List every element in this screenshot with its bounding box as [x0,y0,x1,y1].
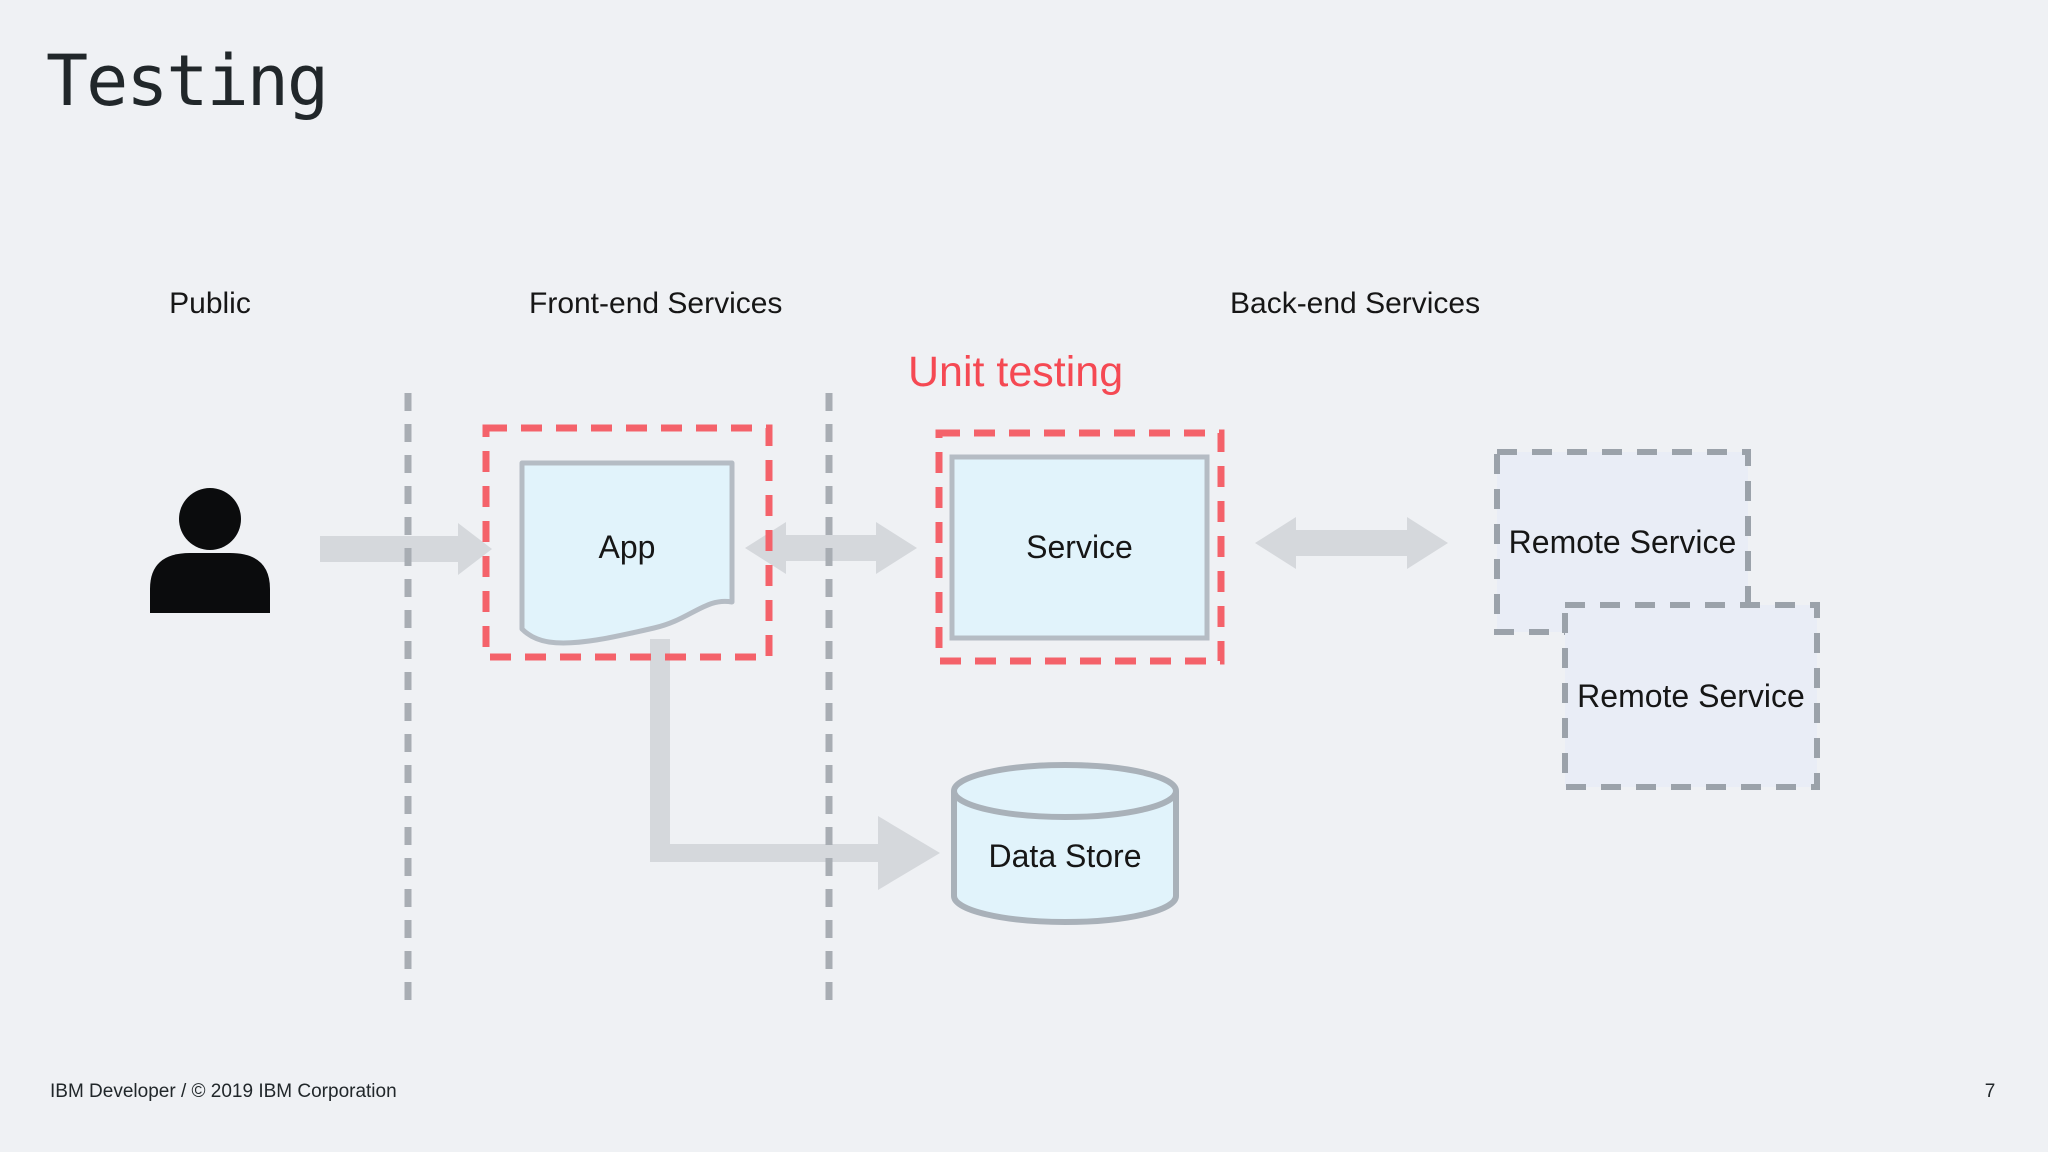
app-document-shape [519,460,735,646]
lane-label-public: Public [169,287,251,320]
unit-test-highlight-app [482,424,773,661]
arrow-service-remote-bidirectional [1255,517,1448,569]
unit-test-highlight-service [935,429,1225,665]
nodes [519,449,1820,925]
service-node-label: Service [1026,529,1133,565]
unit-testing-annotation: Unit testing [908,348,1124,396]
app-node-label: App [598,528,656,565]
remote-service-1-label: Remote Service [1508,523,1737,560]
footer-copyright: IBM Developer / © 2019 IBM Corporation [50,1081,397,1102]
person-silhouette-icon [150,488,270,613]
lane-label-frontend: Front-end Services [529,287,783,320]
service-box-shape [949,454,1210,641]
arrow-app-to-datastore [650,639,940,890]
remote-service-2-box [1562,602,1820,790]
lane-label-backend: Back-end Services [1230,287,1481,320]
datastore-node-label: Data Store [988,837,1142,874]
footer-page-number: 7 [1984,1081,1996,1102]
arrows [320,517,1448,890]
remote-service-2-label: Remote Service [1577,677,1805,714]
datastore-cylinder-shape [951,762,1179,925]
overlays [404,393,1225,1005]
slide-title: Testing [46,40,329,122]
